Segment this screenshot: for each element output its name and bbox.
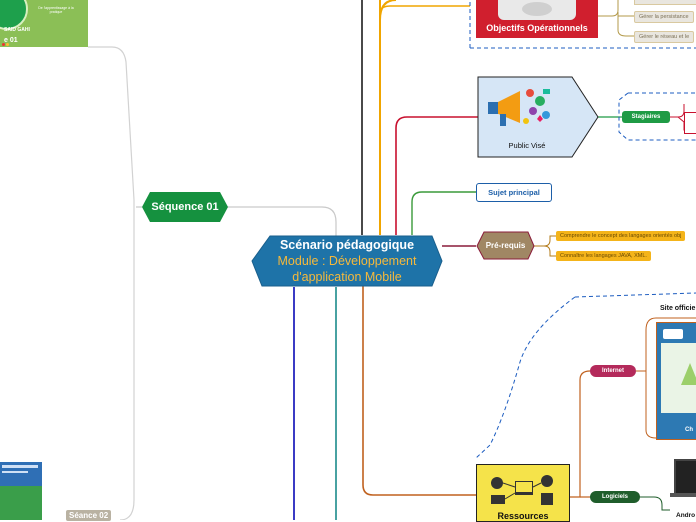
sequence-cover-card[interactable]: De l'apprentissage à la pratique SAID GA…	[0, 0, 88, 47]
public-vise-caption: Public Visé	[508, 141, 546, 150]
site-officiel-label: Site officie	[660, 305, 696, 312]
public-item-box[interactable]	[684, 112, 696, 134]
cover-author: SAID GAHI	[4, 27, 30, 33]
android-label: Andro	[676, 512, 696, 519]
resources-collage-icon	[485, 471, 561, 509]
cover-footer: e 01	[4, 37, 18, 44]
objective-item-top[interactable]	[634, 0, 696, 5]
seance-cover-label-2	[2, 471, 28, 473]
prereq-item-1[interactable]: Comprendre le concept des langages orien…	[556, 231, 686, 241]
objectives-node[interactable]: Objectifs Opérationnels	[476, 0, 598, 38]
objective-item-1[interactable]: Gérer la persistance	[634, 11, 694, 23]
seance-cover-strip	[0, 486, 42, 520]
objectives-caption: Objectifs Opérationnels	[486, 23, 588, 33]
laptop-icon	[674, 459, 696, 495]
seance-02-label[interactable]: Séance 02	[66, 510, 112, 521]
megaphone-icon	[486, 85, 556, 131]
software-tag[interactable]: Logiciels	[590, 491, 640, 503]
site-logo	[663, 329, 683, 339]
lamp-icon	[681, 363, 696, 385]
public-vise-node[interactable]: Public Visé	[478, 77, 598, 157]
resources-caption: Ressources	[497, 511, 549, 521]
site-card-caption: Ch	[685, 427, 693, 433]
cover-circle-art	[0, 0, 28, 30]
sequence-01-node[interactable]: Séquence 01	[142, 192, 228, 222]
stagiaires-tag[interactable]: Stagiaires	[622, 111, 670, 123]
seance-02-cover-card[interactable]	[0, 462, 42, 520]
laptop-base	[670, 493, 696, 497]
objective-item-2[interactable]: Gérer le réseau et le	[634, 31, 695, 43]
prerequisites-node[interactable]: Pré-requis	[477, 232, 534, 259]
android-studio-image[interactable]	[670, 459, 696, 507]
central-module-2: d'application Mobile	[292, 270, 402, 284]
seance-cover-label	[2, 465, 38, 468]
internet-tag[interactable]: Internet	[590, 365, 636, 377]
central-title: Scénario pédagogique	[279, 238, 415, 252]
resources-node[interactable]: Ressources	[476, 464, 570, 522]
sequence-01-label: Séquence 01	[151, 201, 219, 213]
prerequisites-label: Pré-requis	[485, 241, 526, 250]
central-topic-node[interactable]: Scénario pédagogique Module : Développem…	[252, 236, 442, 286]
objectives-image	[498, 0, 576, 20]
central-module: Module : Développement	[277, 254, 417, 268]
cover-subtitle: De l'apprentissage à la pratique	[38, 6, 74, 14]
cover-dots	[2, 33, 16, 46]
subject-node[interactable]: Sujet principal	[476, 183, 552, 202]
prereq-item-2[interactable]: Connaître les langages JAVA, XML.	[556, 251, 651, 261]
site-officiel-card[interactable]: Ch	[656, 322, 696, 440]
